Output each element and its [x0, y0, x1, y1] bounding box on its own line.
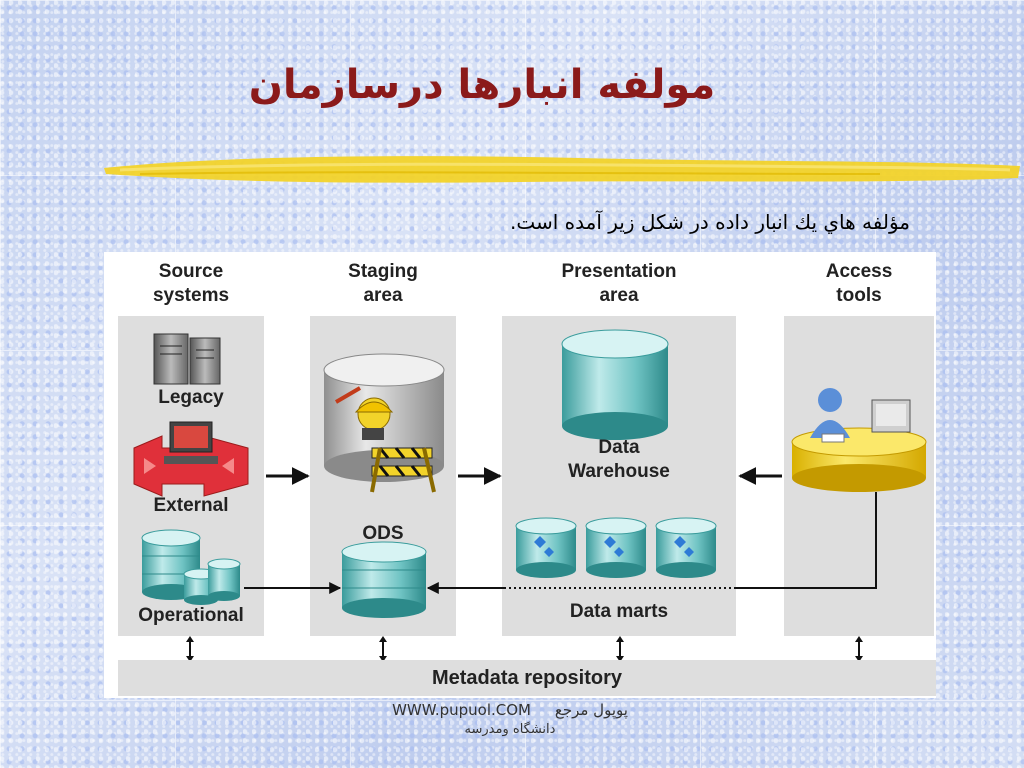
- metadata-repository-bar: Metadata repository: [118, 660, 936, 696]
- external-network-icon: [133, 421, 249, 497]
- label-ods: ODS: [362, 523, 404, 544]
- barricade-icon: [370, 447, 436, 493]
- data-mart-icon: [655, 517, 717, 578]
- label-external: External: [153, 495, 229, 516]
- footer: WWW.pupuol.COM پوپول مرجع دانشگاه ومدرسه: [360, 700, 660, 740]
- label-operational: Operational: [138, 605, 244, 626]
- operational-database-icon: [141, 529, 241, 605]
- access-tools-user-icon: [791, 388, 927, 492]
- dw-components-diagram: Source systems Staging area Presentation…: [104, 252, 936, 698]
- footer-line-2: دانشگاه ومدرسه: [464, 722, 556, 737]
- column-header-source: Source systems: [152, 261, 230, 306]
- data-warehouse-cylinder-icon: [561, 329, 669, 440]
- diagram-graphics: [133, 329, 927, 662]
- label-data-marts: Data marts: [569, 601, 669, 622]
- yellow-highlighter-stroke: [104, 156, 1020, 183]
- label-data-warehouse: Data Warehouse: [568, 437, 670, 482]
- footer-site: WWW.pupuol.COM: [392, 701, 531, 719]
- column-header-presentation: Presentation area: [561, 261, 677, 306]
- metadata-links: [186, 636, 863, 662]
- slide-subtitle: مؤلفه هاي يك انبار داده در شكل زير آمده …: [510, 210, 910, 234]
- column-header-access: Access tools: [825, 261, 893, 306]
- footer-line-1: WWW.pupuol.COM پوپول مرجع: [360, 700, 660, 720]
- slide-title: مولفه انبارها درسازمان: [0, 62, 1024, 108]
- construction-worker-icon: [334, 386, 394, 440]
- data-mart-icon: [515, 517, 577, 578]
- ods-database-icon: [341, 541, 427, 618]
- footer-brand: پوپول مرجع: [554, 701, 628, 719]
- slide-title-text: مولفه انبارها درسازمان: [248, 62, 716, 108]
- data-mart-icon: [585, 517, 647, 578]
- column-header-staging: Staging area: [348, 261, 418, 306]
- legacy-server-icon: [153, 333, 221, 385]
- label-legacy: Legacy: [158, 387, 224, 408]
- line-access-to-ods: [426, 492, 877, 594]
